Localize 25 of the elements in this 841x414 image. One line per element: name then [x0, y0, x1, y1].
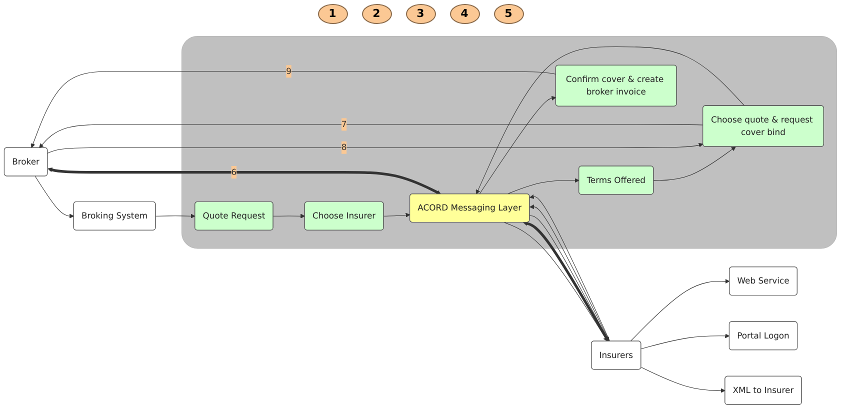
arrow — [39, 124, 704, 148]
callout-number: 3 — [406, 4, 436, 24]
edge-label: 9 — [286, 66, 292, 76]
arrow — [34, 176, 74, 218]
arrow — [653, 146, 736, 180]
arrow — [273, 213, 306, 218]
edge-label: 8 — [341, 142, 347, 152]
callout-number: 5 — [494, 4, 524, 24]
arrow — [47, 142, 704, 154]
arrow — [384, 212, 410, 218]
edge-label: 7 — [341, 118, 347, 129]
arrow — [155, 213, 196, 218]
arrow — [504, 222, 608, 342]
arrow — [479, 96, 556, 194]
arrow — [30, 70, 556, 148]
arrow — [476, 46, 745, 194]
callout-number: 2 — [362, 4, 392, 24]
cluster — [181, 36, 838, 248]
arrow — [630, 278, 730, 342]
arrow — [640, 333, 730, 349]
callout-number: 4 — [450, 4, 480, 24]
callout-number: 1 — [318, 4, 348, 24]
arrow — [48, 167, 442, 194]
arrow — [640, 366, 726, 393]
edge-label: 6 — [231, 166, 237, 177]
